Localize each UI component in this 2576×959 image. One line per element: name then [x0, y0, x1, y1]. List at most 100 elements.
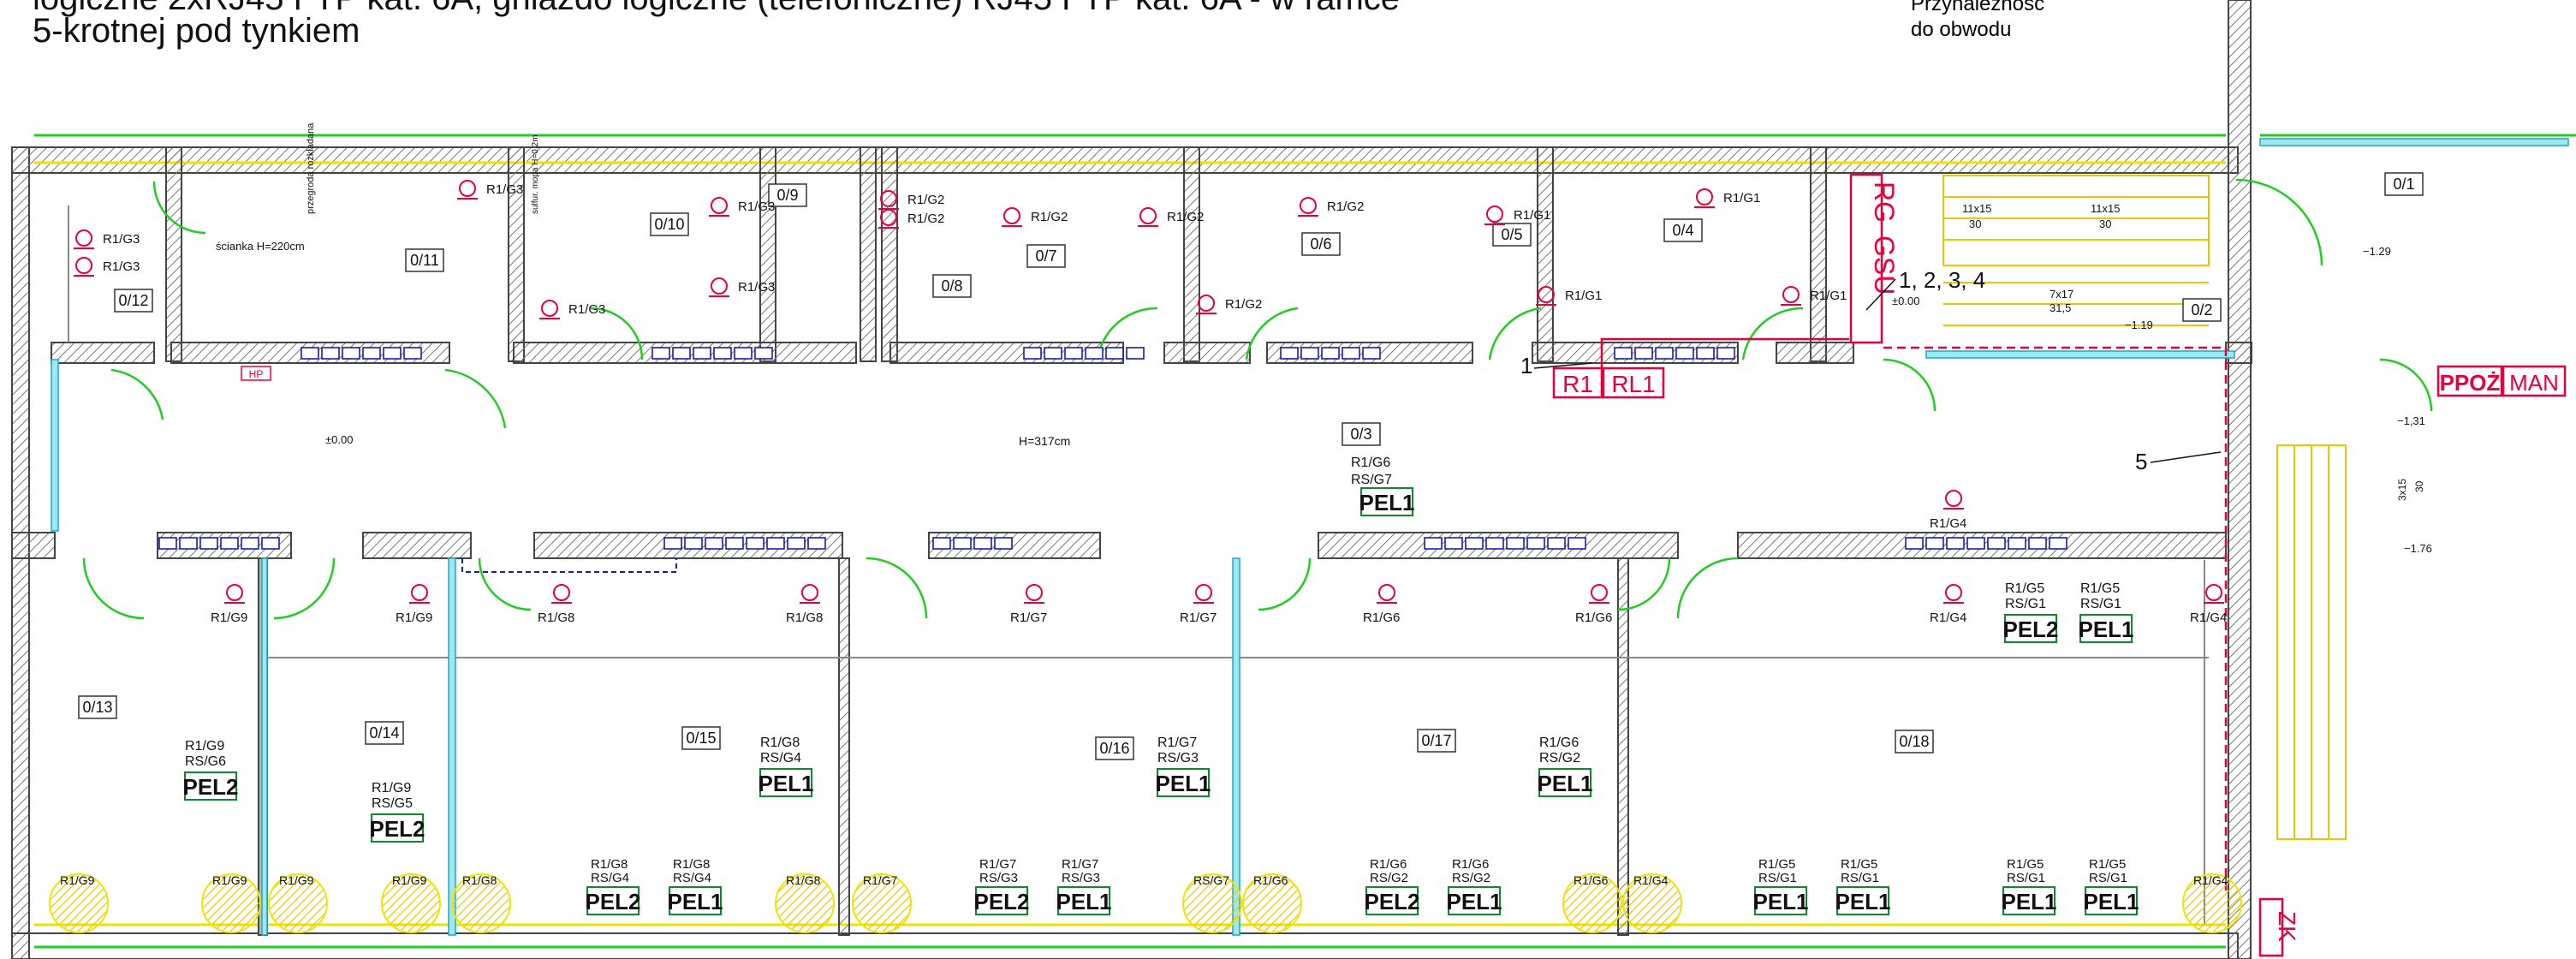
level-mark: −1,31 — [2397, 414, 2425, 427]
wall-outlet-box — [403, 347, 422, 360]
desk-socket-circuit: RS/G1 — [2005, 597, 2046, 611]
level-mark: −1.76 — [2404, 542, 2432, 555]
outlet-symbol — [224, 584, 245, 604]
outlet-circle — [553, 584, 570, 601]
workstation-tag-text: PEL1 — [667, 889, 723, 914]
room-number: 0/17 — [1417, 729, 1456, 753]
wall-outlet-box — [1675, 347, 1694, 360]
outlet-circle — [711, 197, 728, 214]
workstation-tag-text: PEL2 — [973, 889, 1029, 914]
desk-circuit: R1/G7 — [1062, 857, 1098, 872]
ceiling-lamp — [49, 873, 109, 933]
window-outlet-label: R1/G6 — [1253, 873, 1288, 887]
outlet-symbol — [551, 584, 572, 604]
desk-circuit: R1/G9 — [372, 781, 411, 795]
room-number-text: 0/18 — [1899, 733, 1929, 750]
workstation-tag-text: PEL1 — [1835, 889, 1890, 914]
workstation-tag: PEL2 — [182, 771, 239, 801]
outlet-circuit-label: R1/G3 — [103, 232, 140, 247]
wall-outlet-box — [1966, 537, 1985, 550]
room-number: 0/1 — [2384, 172, 2424, 196]
ceiling-lamp — [775, 873, 835, 933]
ceiling-lamp — [852, 873, 912, 933]
wall-outlet-box — [1716, 347, 1735, 360]
desk-socket-circuit: RS/G2 — [1370, 871, 1408, 885]
wall-outlet-box — [158, 537, 177, 550]
room-number-text: 0/11 — [410, 252, 439, 269]
workstation-tag-text: PEL1 — [2001, 889, 2056, 914]
wall-outlet-box — [261, 537, 280, 550]
workstation-tag: PEL1 — [1056, 886, 1112, 915]
wall-outlet-box — [220, 537, 239, 550]
workstation-tag: PEL1 — [2078, 614, 2134, 643]
outlet-symbol — [1193, 584, 1214, 604]
workstation-tag: PEL1 — [1446, 886, 1502, 915]
room-number-frame — [1342, 422, 1381, 446]
desk-socket-circuit: RS/G2 — [1539, 751, 1580, 765]
corridor-socket-circuit: RS/G7 — [1351, 473, 1392, 487]
workstation-tag: PEL1 — [1155, 768, 1211, 797]
room-number: 0/12 — [114, 289, 153, 313]
room-number: 0/14 — [365, 721, 404, 745]
workstation-tag-text: PEL1 — [758, 771, 813, 796]
workstation-tag-frame — [2004, 614, 2057, 643]
outlet-symbol — [1377, 584, 1397, 604]
room-number: 0/6 — [1301, 232, 1341, 256]
outlet-symbol — [1781, 286, 1801, 306]
outlet-circle — [801, 584, 818, 601]
panel-ppoz: PPOŻ — [2440, 370, 2501, 396]
room-number: 0/10 — [650, 212, 689, 236]
stair-dim: 30 — [2413, 480, 2425, 492]
room-number: 0/8 — [932, 274, 972, 298]
room-number-text: 0/1 — [2393, 176, 2414, 193]
wall-outlet-box — [300, 347, 319, 360]
ceiling-lamp — [2182, 873, 2242, 933]
wall-outlet-box — [705, 537, 723, 550]
workstation-tag-frame — [1754, 886, 1807, 915]
workstation-tag: PEL1 — [1835, 886, 1891, 915]
ceiling-lamps — [49, 873, 2242, 933]
ceiling-lamp — [268, 873, 328, 933]
outlet-circuit-label: R1/G2 — [907, 211, 944, 226]
outlet-circuit-label: R1/G3 — [486, 182, 523, 197]
outlet-circle — [1538, 286, 1555, 303]
wall-outlet-box — [746, 537, 764, 550]
workstation-tag: PEL2 — [973, 886, 1030, 915]
stair-dim: 11x15 — [1962, 202, 1991, 215]
outlet-circuit-label: R1/G3 — [738, 280, 775, 295]
leader-line — [2150, 451, 2222, 463]
outlet-circle — [1486, 206, 1503, 223]
outlet-circle — [2205, 584, 2222, 601]
workstation-tag: PEL1 — [1752, 886, 1809, 915]
room-number-frame — [1301, 232, 1341, 256]
wall-outlet-box — [1064, 347, 1083, 360]
room-number-text: 0/12 — [118, 292, 148, 309]
wall-outlet-box — [1126, 347, 1145, 360]
wall-outlet-box — [1105, 347, 1124, 360]
outlet-circle — [1591, 584, 1608, 601]
outlet-circle — [1003, 207, 1020, 224]
wall-outlet-box — [734, 347, 753, 360]
wall-outlet-box — [1085, 347, 1104, 360]
workstation-tag-frame — [1157, 768, 1210, 797]
outlet-circuit-label: R1/G8 — [786, 611, 823, 625]
outlet-symbol — [74, 229, 94, 249]
outlet-circle — [1300, 197, 1317, 214]
desk-circuit: R1/G6 — [1370, 857, 1407, 872]
desk-circuit: R1/G5 — [2089, 857, 2126, 872]
room-number: 0/13 — [78, 695, 117, 719]
outlet-symbol — [1943, 584, 1964, 604]
wall-outlet-box — [342, 347, 360, 360]
legend-line-1: Przynależność — [1911, 0, 2045, 15]
outlet-circuit-label: R1/G2 — [907, 193, 944, 207]
outlet-symbol — [1196, 295, 1217, 314]
hp-box — [241, 366, 271, 381]
workstation-tag-frame — [371, 813, 424, 843]
glass-partitions — [51, 138, 2569, 936]
outlet-circle — [411, 584, 428, 601]
stair-dim: 31,5 — [2049, 301, 2071, 314]
outlet-circuit-label: R1/G9 — [396, 611, 432, 625]
workstation-tag: PEL1 — [1537, 768, 1593, 797]
room-number-frame — [2182, 298, 2222, 322]
outlet-symbol — [1589, 584, 1609, 604]
